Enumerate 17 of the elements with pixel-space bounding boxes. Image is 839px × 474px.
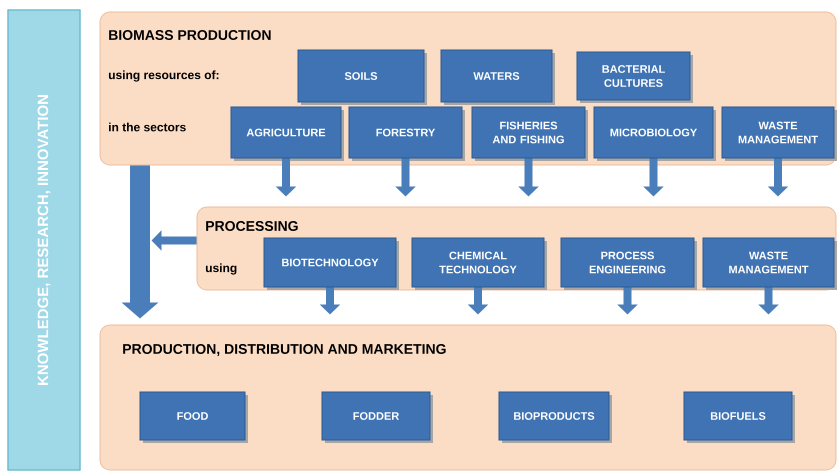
category-box: WATERS	[440, 50, 555, 105]
category-box: WASTE MANAGEMENT	[702, 238, 837, 290]
category-box: FOOD	[140, 392, 248, 443]
category-box: CHEMICAL TECHNOLOGY	[412, 238, 547, 290]
category-box: WASTE MANAGEMENT	[722, 106, 837, 161]
category-box: FISHERIES AND FISHING	[472, 106, 588, 161]
category-box: AGRICULTURE	[230, 106, 344, 161]
category-box: FORESTRY	[348, 106, 465, 161]
category-box: BIOPRODUCTS	[498, 392, 612, 443]
category-box: BIOTECHNOLOGY	[264, 238, 399, 290]
side-banner: KNOWLEDGE, RESEARCH, INNOVATION	[7, 9, 81, 471]
category-box: SOILS	[298, 50, 427, 105]
category-box: MICROBIOLOGY	[594, 106, 716, 161]
category-box: FODDER	[322, 392, 433, 443]
category-box: BACTERIAL CULTURES	[576, 52, 693, 103]
category-box: BIOFUELS	[684, 392, 795, 443]
category-box: PROCESS ENGINEERING	[560, 238, 697, 290]
